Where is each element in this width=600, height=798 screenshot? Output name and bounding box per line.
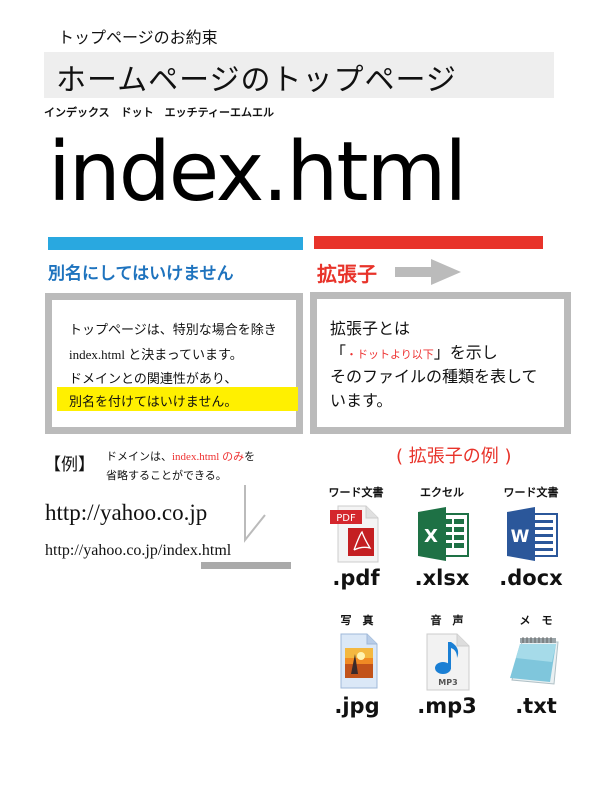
extension-definition-line: います。 (330, 393, 393, 410)
file-extension: .xlsx (414, 566, 470, 590)
example-note-line2: 省略することができる。 (106, 470, 227, 482)
note-highlight: index.html のみ (172, 451, 245, 463)
rule-line: トップページは、特別な場合を除き (69, 322, 277, 337)
audio-file-icon: MP3 (426, 633, 470, 691)
svg-text:MP3: MP3 (438, 678, 457, 687)
hero-ext-part: .html (262, 125, 467, 220)
file-type-txt: メ モ .txt (491, 612, 581, 718)
bracket-close-text: 」を示し (433, 345, 498, 362)
file-type-mp3: 音 声 MP3 .mp3 (402, 612, 492, 718)
rule-line-highlighted: 別名を付けてはいけません。 (69, 394, 238, 409)
file-caption: 写 真 (340, 614, 374, 627)
note-prefix: ドメインは、 (106, 451, 172, 463)
file-extension: .jpg (334, 694, 380, 718)
title-band (44, 52, 554, 98)
extension-examples-heading: ( 拡張子の例 ) (396, 446, 512, 467)
file-caption: ワード文書 (328, 486, 384, 499)
note-suffix: を (244, 451, 256, 463)
right-arrow-icon (395, 259, 461, 285)
file-extension: .pdf (332, 566, 380, 590)
pointer-line-icon (244, 485, 266, 543)
image-file-icon (340, 633, 378, 689)
page-title: ホームページのトップページ (56, 64, 457, 97)
highlight-marker (57, 387, 298, 411)
extension-definition-line: そのファイルの種類を表して (330, 369, 538, 386)
file-caption: エクセル (420, 486, 464, 499)
svg-text:W: W (511, 527, 530, 547)
bracket-open: 「 (330, 345, 347, 362)
file-extension: .txt (515, 694, 557, 718)
hero-name-part: index (48, 125, 264, 220)
dot-onward-text: ・ドットより以下 (346, 349, 434, 361)
file-type-docx: ワード文書 W .docx (486, 484, 576, 590)
example-note: ドメインは、index.html のみを (106, 448, 255, 464)
example-url-short: http://yahoo.co.jp (45, 500, 208, 525)
extension-underline-bar (314, 236, 543, 249)
example-url-full: http://yahoo.co.jp/index.html (45, 542, 232, 559)
name-label: 別名にしてはいけません (48, 264, 234, 284)
notepad-icon (510, 637, 559, 685)
name-underline-bar (48, 237, 303, 250)
svg-text:PDF: PDF (336, 513, 356, 524)
extension-definition-line: 「・ドットより以下」を示し (330, 339, 498, 363)
pronunciation-guide: インデックス ドット エッチティーエムエル (44, 106, 275, 119)
word-file-icon: W (507, 507, 558, 561)
file-extension: .mp3 (417, 694, 477, 718)
file-type-xlsx: エクセル X .xlsx (397, 484, 487, 590)
extension-explanation-box: 拡張子とは 「・ドットより以下」を示し そのファイルの種類を表して います。 (310, 292, 571, 434)
file-type-pdf: ワード文書 PDF .pdf (311, 484, 401, 590)
file-caption: 音 声 (430, 614, 464, 627)
excel-file-icon: X (418, 507, 469, 561)
svg-text:X: X (424, 526, 438, 547)
example-label: 【例】 (44, 455, 95, 474)
pdf-file-icon: PDF (330, 505, 379, 563)
hero-filename: index.html (48, 132, 467, 214)
url-underline-bar (201, 562, 291, 569)
file-caption: メ モ (519, 614, 553, 627)
file-type-jpg: 写 真 .jpg (312, 612, 402, 718)
rule-line: ドメインとの関連性があり、 (69, 371, 238, 386)
page-subtitle: トップページのお約束 (58, 30, 218, 47)
file-extension: .docx (499, 566, 563, 590)
rule-line: index.html と決まっています。 (69, 347, 243, 362)
extension-definition-line: 拡張子とは (330, 321, 411, 338)
rule-explanation-box: トップページは、特別な場合を除き index.html と決まっています。 ドメ… (45, 293, 303, 434)
file-caption: ワード文書 (503, 486, 559, 499)
extension-label: 拡張子 (317, 262, 377, 286)
